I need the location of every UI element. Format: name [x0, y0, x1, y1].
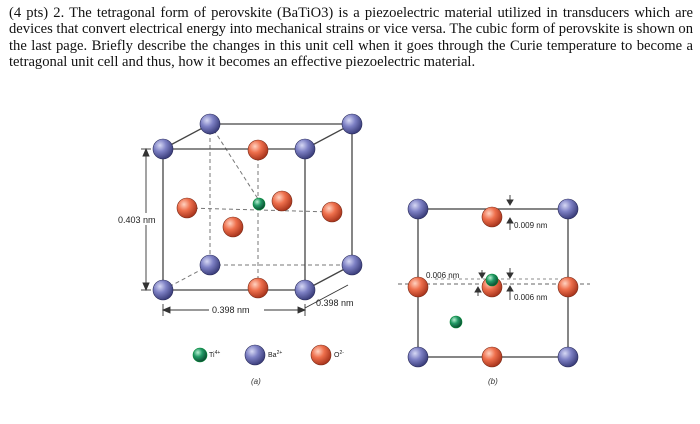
o-atom-left — [176, 197, 198, 219]
legend: Ti4+ Ba2+ O2- — [192, 344, 344, 366]
o-legend-label: O2- — [334, 350, 344, 359]
oxygen-atoms-b — [407, 206, 579, 368]
ti-shift-label: 0.006 nm — [426, 271, 460, 280]
o-atom-front — [222, 216, 244, 238]
ti-atom-center — [252, 197, 266, 211]
unit-cell-b: 0.009 nm 0.006 nm 0.006 nm (b) — [398, 195, 590, 386]
ti-atom-upper — [485, 273, 499, 287]
top-shift-label: 0.009 nm — [514, 221, 548, 230]
ti-legend-label: Ti4+ — [209, 350, 220, 359]
caption-a: (a) — [251, 377, 261, 386]
oxygen-atoms — [176, 139, 343, 299]
height-label: 0.403 nm — [118, 215, 156, 225]
ti-legend-icon — [192, 347, 208, 363]
o-atom-bottom — [247, 277, 269, 299]
unit-cell-a: 0.403 nm 0.398 nm 0.398 nm — [116, 113, 363, 386]
o-atom-right — [321, 201, 343, 223]
o-atom-top — [247, 139, 269, 161]
question-text: (4 pts) 2. The tetragonal form of perovs… — [9, 5, 693, 71]
barium-atoms — [152, 113, 363, 301]
ba-legend-label: Ba2+ — [268, 350, 282, 359]
o-legend-icon — [310, 344, 332, 366]
o-shift-label: 0.006 nm — [514, 293, 548, 302]
caption-b: (b) — [488, 377, 498, 386]
width-label: 0.398 nm — [212, 305, 250, 315]
ba-legend-icon — [244, 344, 266, 366]
depth-label: 0.398 nm — [316, 298, 354, 308]
o-atom-back — [271, 190, 293, 212]
barium-atoms-b — [407, 198, 579, 368]
ti-atom-lower — [449, 315, 463, 329]
shift-arrows — [474, 195, 514, 300]
